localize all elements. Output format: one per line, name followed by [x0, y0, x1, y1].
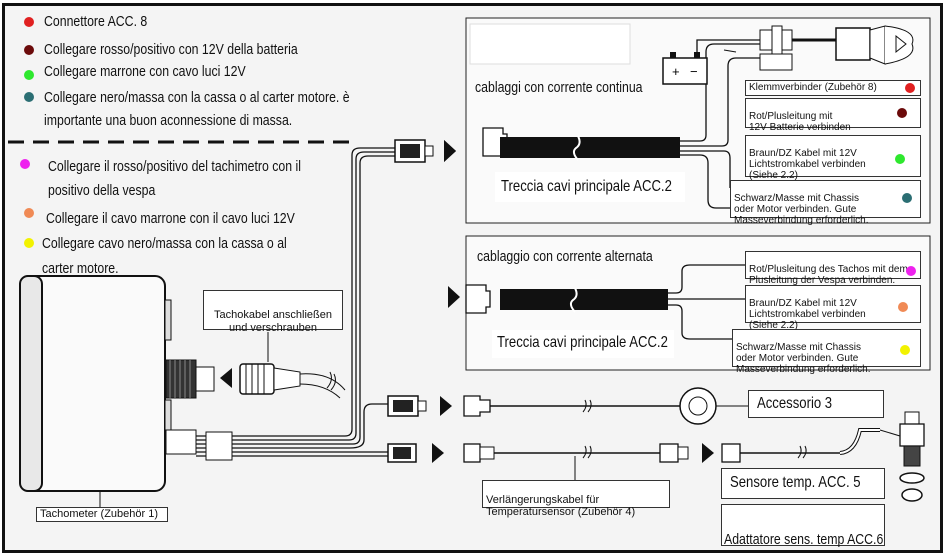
sensor-label: Sensore temp. ACC. 5: [721, 468, 885, 499]
ac-dot-ground: [900, 345, 910, 355]
legend-red-battery-text: Collegare rosso/positivo con 12V della b…: [44, 41, 298, 58]
dc-label-ground-text: Schwarz/Masse mit Chassis oder Motor ver…: [734, 193, 869, 226]
dc-dot-brown: [895, 154, 905, 164]
dc-label-klemmverbinder-text: Klemmverbinder (Zubehör 8): [749, 82, 877, 93]
legend-brown-ac-text: Collegare il cavo marrone con il cavo lu…: [46, 210, 295, 227]
legend-connector-text: Connettore ACC. 8: [44, 13, 148, 30]
legend-dot-red-battery: [24, 45, 34, 55]
ac-harness-label: Treccia cavi principale ACC.2: [497, 334, 668, 351]
legend-dot-brown-lights: [24, 70, 34, 80]
adapter-label-text: Adattatore sens. temp ACC.6: [724, 531, 884, 548]
tacho-cable-label-text: Tachokabel anschließen und verschrauben: [213, 309, 333, 334]
legend-dot-brown-ac: [24, 208, 34, 218]
tacho-wire-bundle: [196, 147, 395, 457]
dc-panel-title: cablaggi con corrente continua: [475, 79, 643, 96]
dc-label-red-text: Rot/Plusleitung mit 12V Batterie verbind…: [749, 111, 851, 133]
tacho-cable-label: Tachokabel anschließen und verschrauben: [203, 290, 343, 334]
dc-dot-klemmverbinder: [905, 83, 915, 93]
svg-text:+: +: [672, 64, 680, 79]
ac-dot-brown: [898, 302, 908, 312]
legend-tacho-positive-text-cont: positivo della vespa: [48, 182, 156, 199]
ac-label-ground-text: Schwarz/Masse mit Chassis oder Motor ver…: [736, 342, 871, 375]
dc-label-brown: Braun/DZ Kabel mit 12V Lichtstromkabel v…: [745, 135, 921, 181]
tachometer-label-text: Tachometer (Zubehör 1): [40, 508, 158, 520]
ac-harness-label-box: Treccia cavi principale ACC.2: [492, 330, 674, 358]
accessory-label-text: Accessorio 3: [757, 395, 833, 412]
extension-label: Verlängerungskabel für Temperatursensor …: [482, 480, 670, 518]
wire-sleeve: [205, 431, 233, 461]
legend-ground-text-cont: importante una buon aconnessione di mass…: [44, 112, 293, 129]
legend-brown-lights-text: Collegare marrone con cavo luci 12V: [44, 63, 246, 80]
accessory-label: Accessorio 3: [748, 390, 884, 418]
legend-dot-tacho-positive: [20, 159, 30, 169]
dc-harness-label-box: Treccia cavi principale ACC.2: [495, 172, 685, 202]
accessory-connector-plug: [387, 395, 452, 417]
accessory-cable-drawing: [463, 387, 748, 425]
tachometer-drawing: [19, 275, 215, 507]
ac-label-ground: Schwarz/Masse mit Chassis oder Motor ver…: [732, 329, 921, 375]
dc-dot-red: [897, 108, 907, 118]
ac-label-red: Rot/Plusleitung des Tachos mit dem Plusl…: [745, 251, 921, 286]
ac-label-brown: Braun/DZ Kabel mit 12V Lichtstromkabel v…: [745, 285, 921, 331]
legend-dot-ground-ac: [24, 238, 34, 248]
legend-ground-text: Collegare nero/massa con la cassa o al c…: [44, 89, 350, 106]
dc-label-klemmverbinder: Klemmverbinder (Zubehör 8): [745, 80, 921, 96]
arrow-to-ac: [448, 286, 460, 308]
sensor-label-text: Sensore temp. ACC. 5: [730, 474, 861, 491]
extension-cable-drawing: [463, 411, 925, 502]
dc-dot-ground: [902, 193, 912, 203]
dc-label-red: Rot/Plusleitung mit 12V Batterie verbind…: [745, 98, 921, 133]
dc-harness-label: Treccia cavi principale ACC.2: [501, 178, 672, 195]
ac-dot-red: [906, 266, 916, 276]
legend-tacho-positive-text: Collegare il rosso/positivo del tachimet…: [48, 158, 301, 175]
ac-label-red-text: Rot/Plusleitung des Tachos mit dem Plusl…: [749, 264, 908, 286]
dc-label-ground: Schwarz/Masse mit Chassis oder Motor ver…: [730, 180, 921, 226]
ac-panel-title: cablaggio con corrente alternata: [477, 248, 653, 265]
legend-dot-connector: [24, 17, 34, 27]
dc-label-brown-text: Braun/DZ Kabel mit 12V Lichtstromkabel v…: [749, 148, 866, 181]
tachometer-label: Tachometer (Zubehör 1): [36, 507, 168, 522]
adapter-label: Adattatore sens. temp ACC.6: [721, 504, 885, 548]
ac-label-brown-text: Braun/DZ Kabel mit 12V Lichtstromkabel v…: [749, 298, 866, 331]
temp-connector-plug: [387, 443, 444, 463]
legend-dot-ground: [24, 92, 34, 102]
extension-label-text: Verlängerungskabel für Temperatursensor …: [486, 494, 636, 518]
tacho-cable-fitting: [220, 332, 346, 399]
legend-ground-ac-text-cont: carter motore.: [42, 260, 119, 277]
svg-text:−: −: [690, 64, 698, 79]
arrow-to-dc: [444, 140, 456, 162]
legend-ground-ac-text: Collegare cavo nero/massa con la cassa o…: [42, 235, 287, 252]
